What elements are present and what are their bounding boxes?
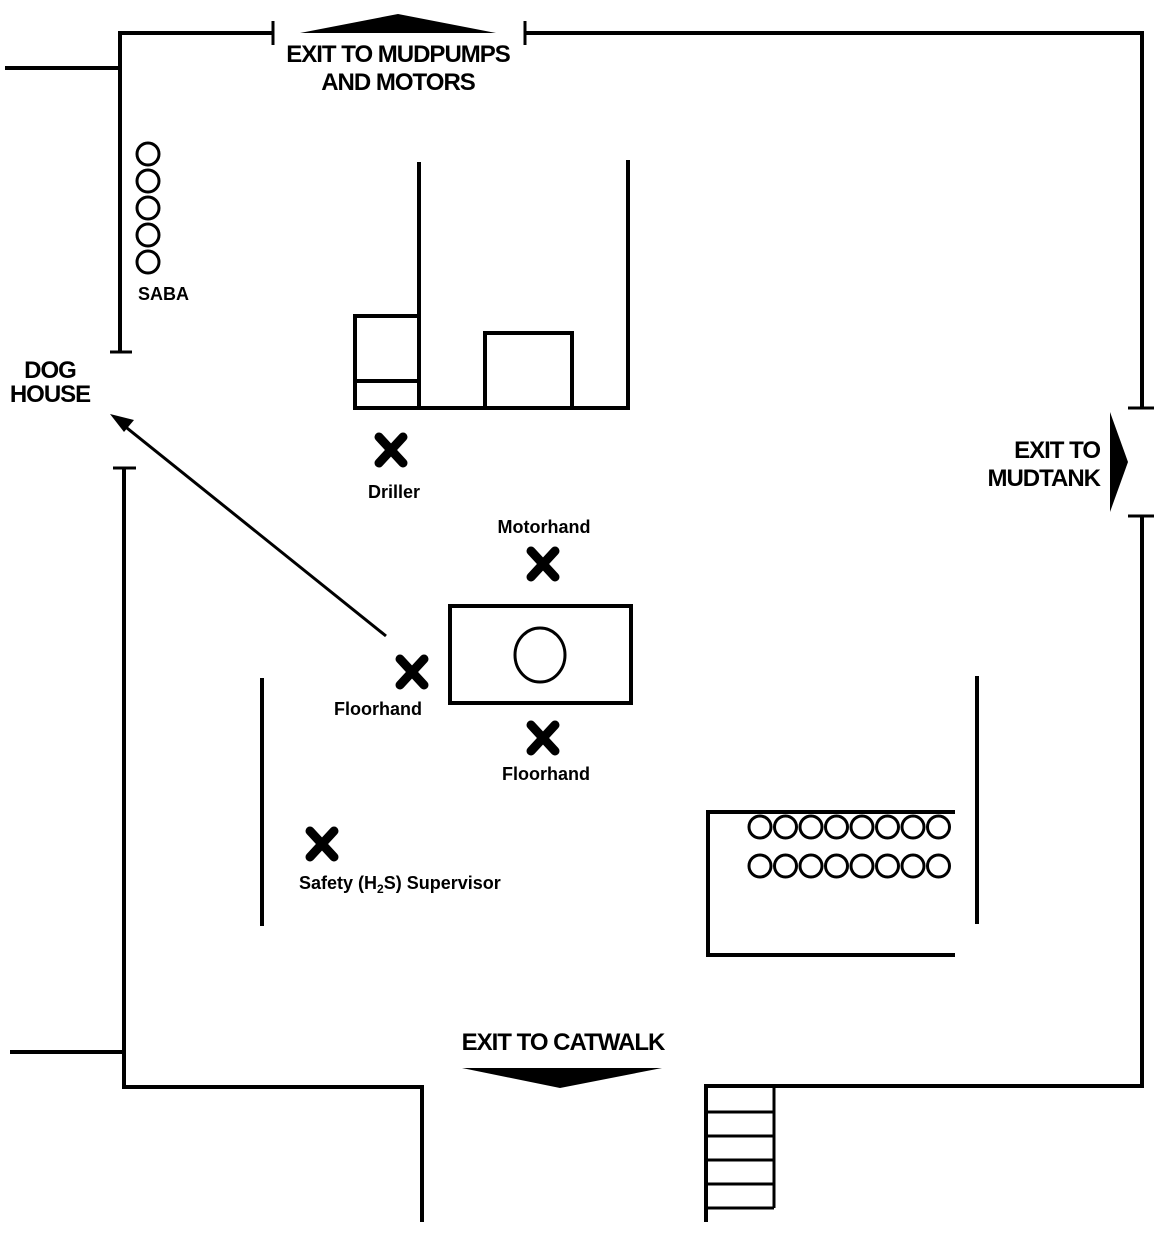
dog-house-arrow-shaft (121, 422, 387, 638)
safety-supervisor-marker (305, 826, 339, 862)
pipe-joint (849, 814, 875, 840)
exit-mudpumps-label-1: EXIT TO MUDPUMPS (286, 41, 511, 68)
dog-house-label-2: HOUSE (10, 381, 91, 408)
drawworks-area (353, 160, 630, 410)
pipe-joint (747, 853, 773, 879)
exit-mudpumps-label-2: AND MOTORS (321, 69, 476, 96)
top-wall-left (118, 31, 273, 352)
motorhand-label: Motorhand (498, 517, 591, 537)
driller-label: Driller (368, 482, 420, 502)
floorhand-left-label: Floorhand (334, 699, 422, 719)
dog-house-label-1: DOG (24, 357, 76, 384)
saba-cylinder (135, 249, 161, 275)
safety-supervisor-label: Safety (H2S) Supervisor (299, 873, 501, 896)
pipe-rack-frame (706, 810, 955, 957)
floorhand-bottom-label: Floorhand (502, 764, 590, 784)
pipe-joint (900, 814, 926, 840)
rotary-hole (513, 626, 567, 684)
saba-cylinder (135, 195, 161, 221)
saba-label: SABA (138, 284, 189, 304)
personnel-markers (305, 432, 560, 862)
pipe-joint (747, 814, 773, 840)
saba-cylinder (135, 168, 161, 194)
exit-mudtank-label-2: MUDTANK (987, 465, 1101, 492)
pipe-joint (926, 853, 951, 879)
motorhand-marker (526, 546, 560, 582)
pipe-joint (926, 814, 951, 840)
drawworks-box (483, 331, 574, 410)
safety-label-prefix: Safety (H (299, 873, 377, 893)
outer-walls (5, 21, 1154, 1222)
pipe-joint (824, 853, 849, 879)
exit-mudpumps-arrow (300, 14, 496, 33)
left-wall-lower (122, 468, 424, 1222)
pipe-joint (773, 814, 798, 840)
exit-catwalk-arrow (462, 1068, 662, 1088)
pipe-joint (875, 853, 900, 879)
dog-house-arrow-head (110, 414, 134, 432)
right-wall-lower (704, 516, 1144, 1222)
driller-marker (374, 432, 408, 468)
floorhand-bottom-marker (526, 720, 560, 756)
saba-cylinders (135, 141, 161, 275)
pipe-joint (849, 853, 875, 879)
safety-label-sub: 2 (377, 882, 384, 896)
pipe-joint (773, 853, 798, 879)
saba-cylinder (135, 141, 161, 167)
rotary-table (448, 604, 633, 705)
pipe-rack-pipes (747, 814, 951, 879)
exit-mudtank-label-1: EXIT TO (1014, 437, 1100, 464)
exit-catwalk-label: EXIT TO CATWALK (462, 1029, 666, 1056)
catwalk-stairs (706, 1087, 776, 1210)
floorhand-left-marker (395, 654, 429, 690)
saba-cylinder (135, 222, 161, 248)
pipe-joint (824, 814, 849, 840)
top-wall-right (525, 31, 1144, 408)
pipe-joint (900, 853, 926, 879)
driller-console (353, 314, 421, 410)
safety-label-suffix: S) Supervisor (384, 873, 501, 893)
pipe-joint (798, 853, 824, 879)
pipe-joint (798, 814, 824, 840)
pipe-joint (875, 814, 900, 840)
exit-mudtank-arrow (1110, 412, 1128, 512)
